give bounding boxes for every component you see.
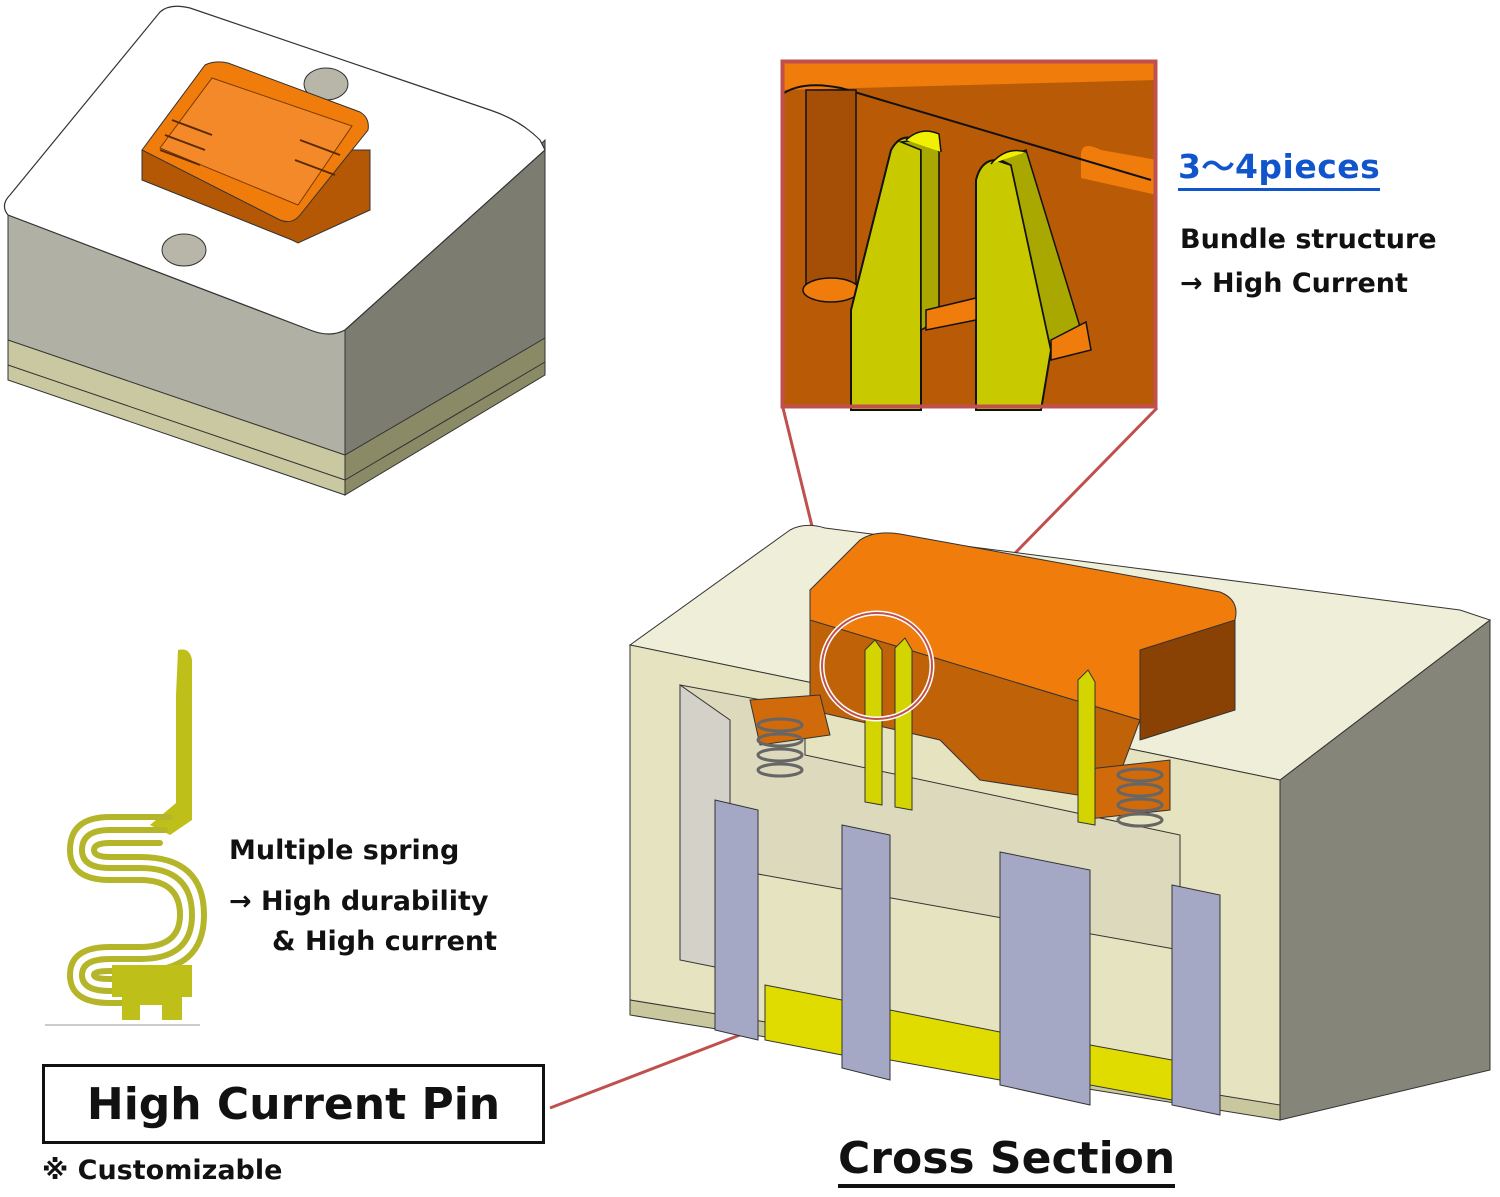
multiple-spring-illustration — [45, 649, 208, 1026]
spring-coil-outer — [66, 814, 184, 1006]
socket-closed-view — [3, 5, 546, 496]
cs-pin-1 — [864, 639, 883, 806]
plunger-3 — [999, 851, 1091, 1106]
plunger-4 — [1171, 884, 1221, 1116]
cs-pin-2 — [894, 637, 913, 811]
cross-section-label: Cross Section — [838, 1134, 1176, 1188]
cs-pin-3 — [1077, 669, 1096, 826]
cs-contact-1 — [764, 984, 843, 1056]
inset-top-ledge — [781, 60, 1157, 195]
spring-coil-middle — [78, 827, 196, 994]
inset-step — [925, 297, 977, 331]
bundle-structure-label: Bundle structure — [1180, 224, 1437, 255]
high-current-pin-label-box: High Current Pin — [42, 1064, 545, 1144]
plunger-2 — [841, 824, 891, 1081]
callout-line-pin — [549, 1033, 741, 1110]
spring-benefit-line1: → High durability — [229, 886, 489, 917]
spring-coil-inner — [90, 840, 208, 982]
guide-hole-2 — [161, 233, 207, 267]
multiple-spring-label: Multiple spring — [229, 835, 460, 866]
cs-contact-2 — [889, 1009, 1001, 1081]
customizable-note: ※ Customizable — [42, 1155, 283, 1186]
inset-bore — [805, 89, 857, 291]
coil-spring-right — [1116, 767, 1164, 783]
spring-benefit-line2: & High current — [272, 926, 498, 957]
bundle-zoom-inset — [780, 59, 1158, 411]
spring-pin-tip — [150, 649, 192, 835]
cross-section-view — [628, 524, 1492, 1121]
coil-spring-left — [756, 717, 804, 733]
spring-pin-base — [112, 965, 192, 1020]
high-current-pin-label: High Current Pin — [86, 1078, 501, 1130]
cs-orange-insert-top — [809, 532, 1237, 721]
pieces-count-label: 3～4pieces — [1178, 148, 1381, 191]
plunger-1 — [714, 799, 759, 1041]
bundle-benefit-label: → High Current — [1180, 268, 1408, 299]
cs-contact-3 — [1089, 1044, 1173, 1101]
